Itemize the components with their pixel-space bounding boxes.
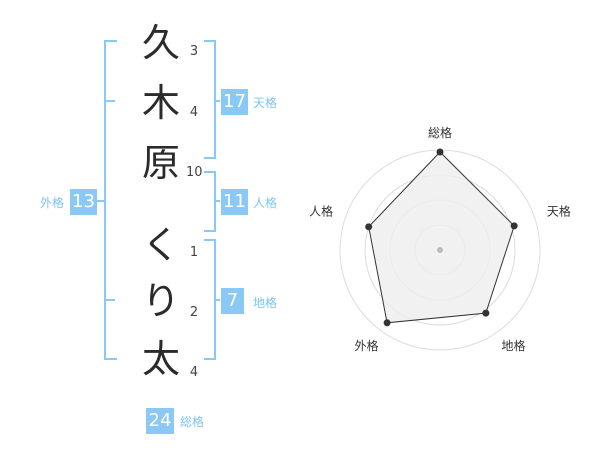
stroke-count-3: 10 bbox=[186, 165, 203, 180]
stroke-count-1: 3 bbox=[189, 44, 199, 59]
radar-area bbox=[368, 151, 515, 324]
radar-point-2 bbox=[510, 222, 518, 230]
gaikaku-value-badge: 13 bbox=[70, 189, 97, 215]
chikaku-bracket bbox=[204, 239, 220, 360]
tenkaku-label: 天格 bbox=[253, 96, 278, 110]
radar-label-3: 地格 bbox=[501, 338, 525, 353]
name-char-5: り bbox=[141, 279, 180, 323]
radar-point-4 bbox=[383, 319, 391, 327]
chikaku-label: 地格 bbox=[253, 296, 278, 310]
jinkaku-bracket bbox=[204, 171, 220, 232]
radar-label-2: 天格 bbox=[547, 203, 571, 218]
name-char-2: 木 bbox=[141, 81, 180, 125]
radar-label-5: 人格 bbox=[309, 203, 333, 218]
radar-point-1 bbox=[436, 148, 444, 156]
radar-center-dot bbox=[437, 247, 443, 253]
name-char-4: く bbox=[141, 223, 180, 267]
gaikaku-label: 外格 bbox=[40, 196, 65, 210]
soukaku-label: 総格 bbox=[180, 415, 205, 429]
jinkaku-value-badge: 11 bbox=[221, 189, 248, 215]
name-char-3: 原 bbox=[141, 141, 180, 185]
stroke-count-6: 4 bbox=[189, 365, 199, 380]
radar-label-1: 総格 bbox=[428, 125, 452, 140]
tenkaku-value-badge: 17 bbox=[221, 89, 248, 115]
soukaku-value-badge: 24 bbox=[146, 408, 174, 434]
tenkaku-bracket bbox=[204, 40, 220, 159]
chikaku-value-badge: 7 bbox=[221, 288, 244, 314]
jinkaku-label: 人格 bbox=[253, 196, 278, 210]
stroke-count-4: 1 bbox=[189, 245, 199, 260]
stroke-count-2: 4 bbox=[189, 105, 199, 120]
radar-point-5 bbox=[365, 223, 373, 231]
name-char-1: 久 bbox=[141, 21, 180, 65]
gaikaku-bracket bbox=[94, 40, 117, 360]
name-char-6: 太 bbox=[141, 337, 180, 381]
radar-point-3 bbox=[482, 309, 490, 317]
stroke-count-5: 2 bbox=[189, 305, 199, 320]
radar-label-4: 外格 bbox=[354, 338, 378, 353]
